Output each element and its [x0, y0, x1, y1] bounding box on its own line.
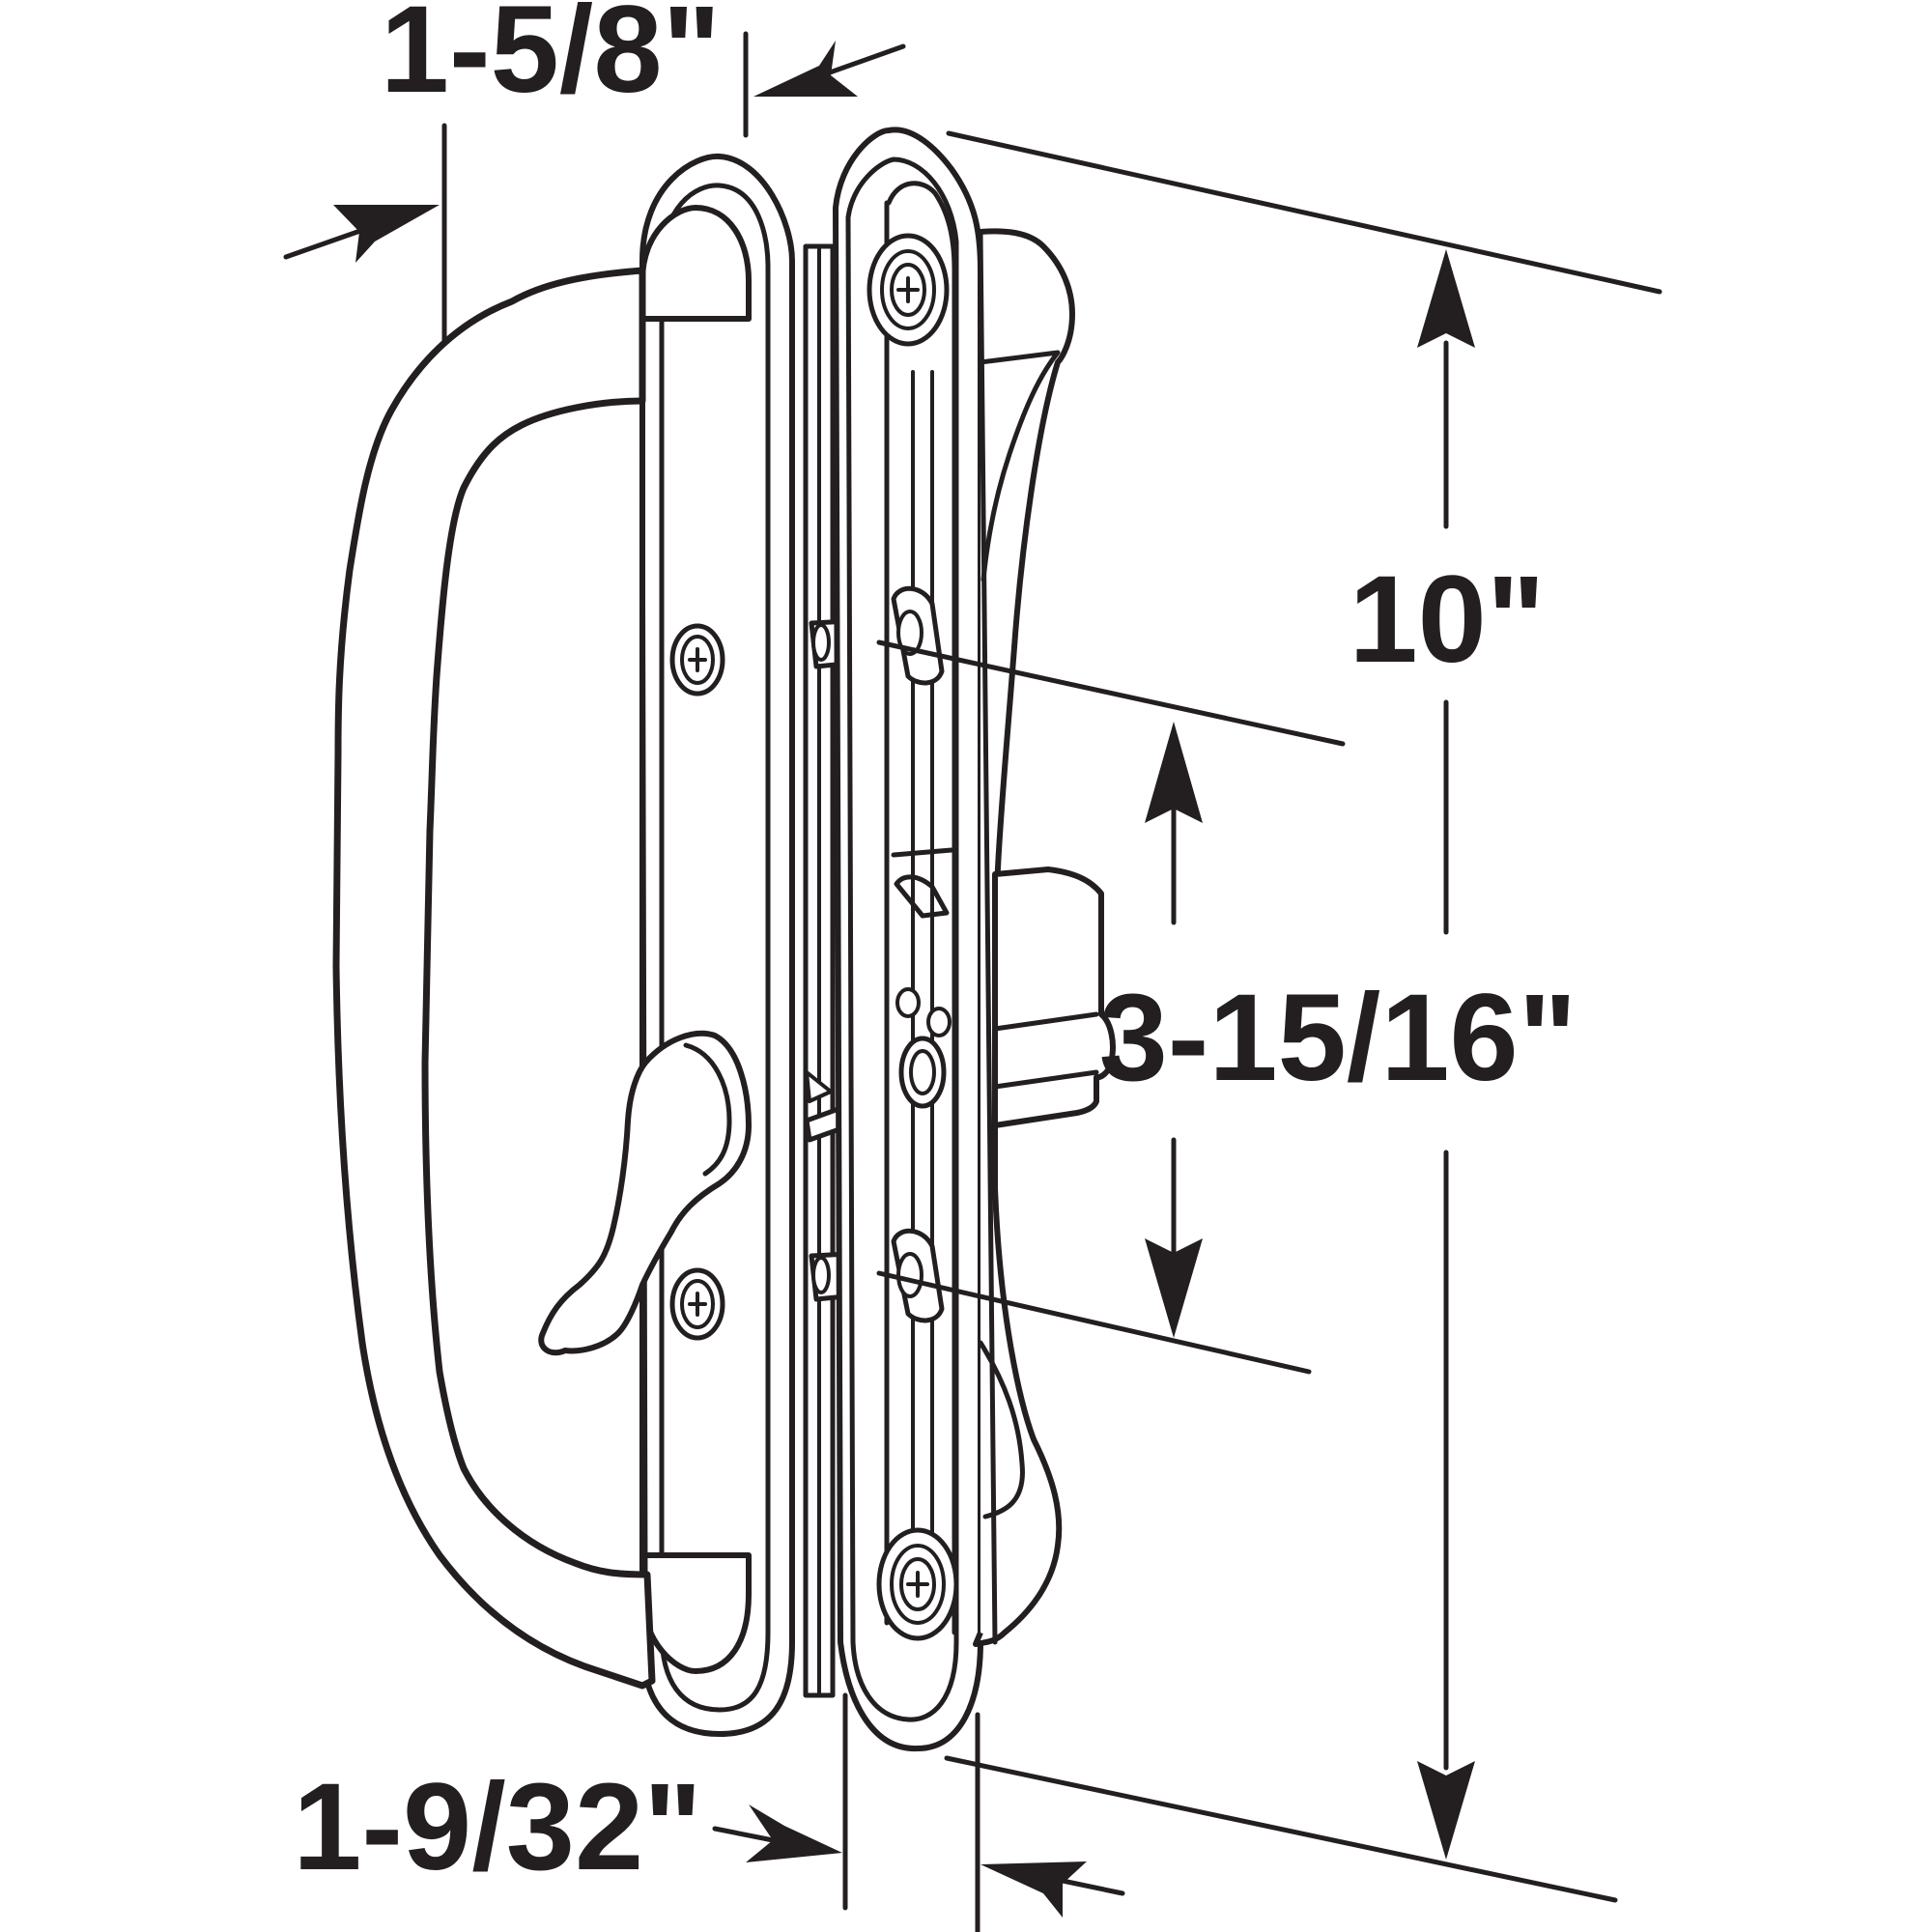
- interior-boss-middle: [895, 987, 952, 1109]
- handle-grip: [332, 267, 656, 1690]
- dimension-screw-spacing: 3-15/16": [1099, 722, 1577, 1338]
- dimension-plate-depth: 1-9/32": [293, 1758, 1125, 1918]
- plate-screw-lower: [669, 1267, 725, 1341]
- dimension-handle-depth: 1-5/8": [283, 0, 906, 263]
- handle-upper-post: [639, 205, 752, 322]
- dimension-label-height: 10": [1349, 551, 1545, 689]
- plate-screw-upper: [669, 623, 725, 696]
- interior-screw-top: [867, 233, 950, 347]
- interior-boss-lower: [891, 1228, 945, 1323]
- interior-boss-upper: [891, 585, 945, 686]
- interior-lock-lever: [992, 867, 1116, 1128]
- interior-screw-bottom: [876, 1527, 959, 1641]
- dimension-overall-height: 10": [1349, 249, 1546, 1860]
- extension-lines: [441, 31, 1662, 1932]
- exterior-mounting-plate: [639, 153, 795, 1737]
- dimension-label-handle-depth: 1-5/8": [381, 0, 721, 119]
- interior-pull-handle: [833, 127, 1116, 1752]
- exterior-pull-handle: [332, 153, 795, 1737]
- thumb-lever: [538, 1030, 752, 1356]
- dimension-label-screw-spacing: 3-15/16": [1099, 969, 1577, 1107]
- interior-grip: [973, 228, 1075, 1647]
- dimension-label-plate-depth: 1-9/32": [293, 1758, 702, 1896]
